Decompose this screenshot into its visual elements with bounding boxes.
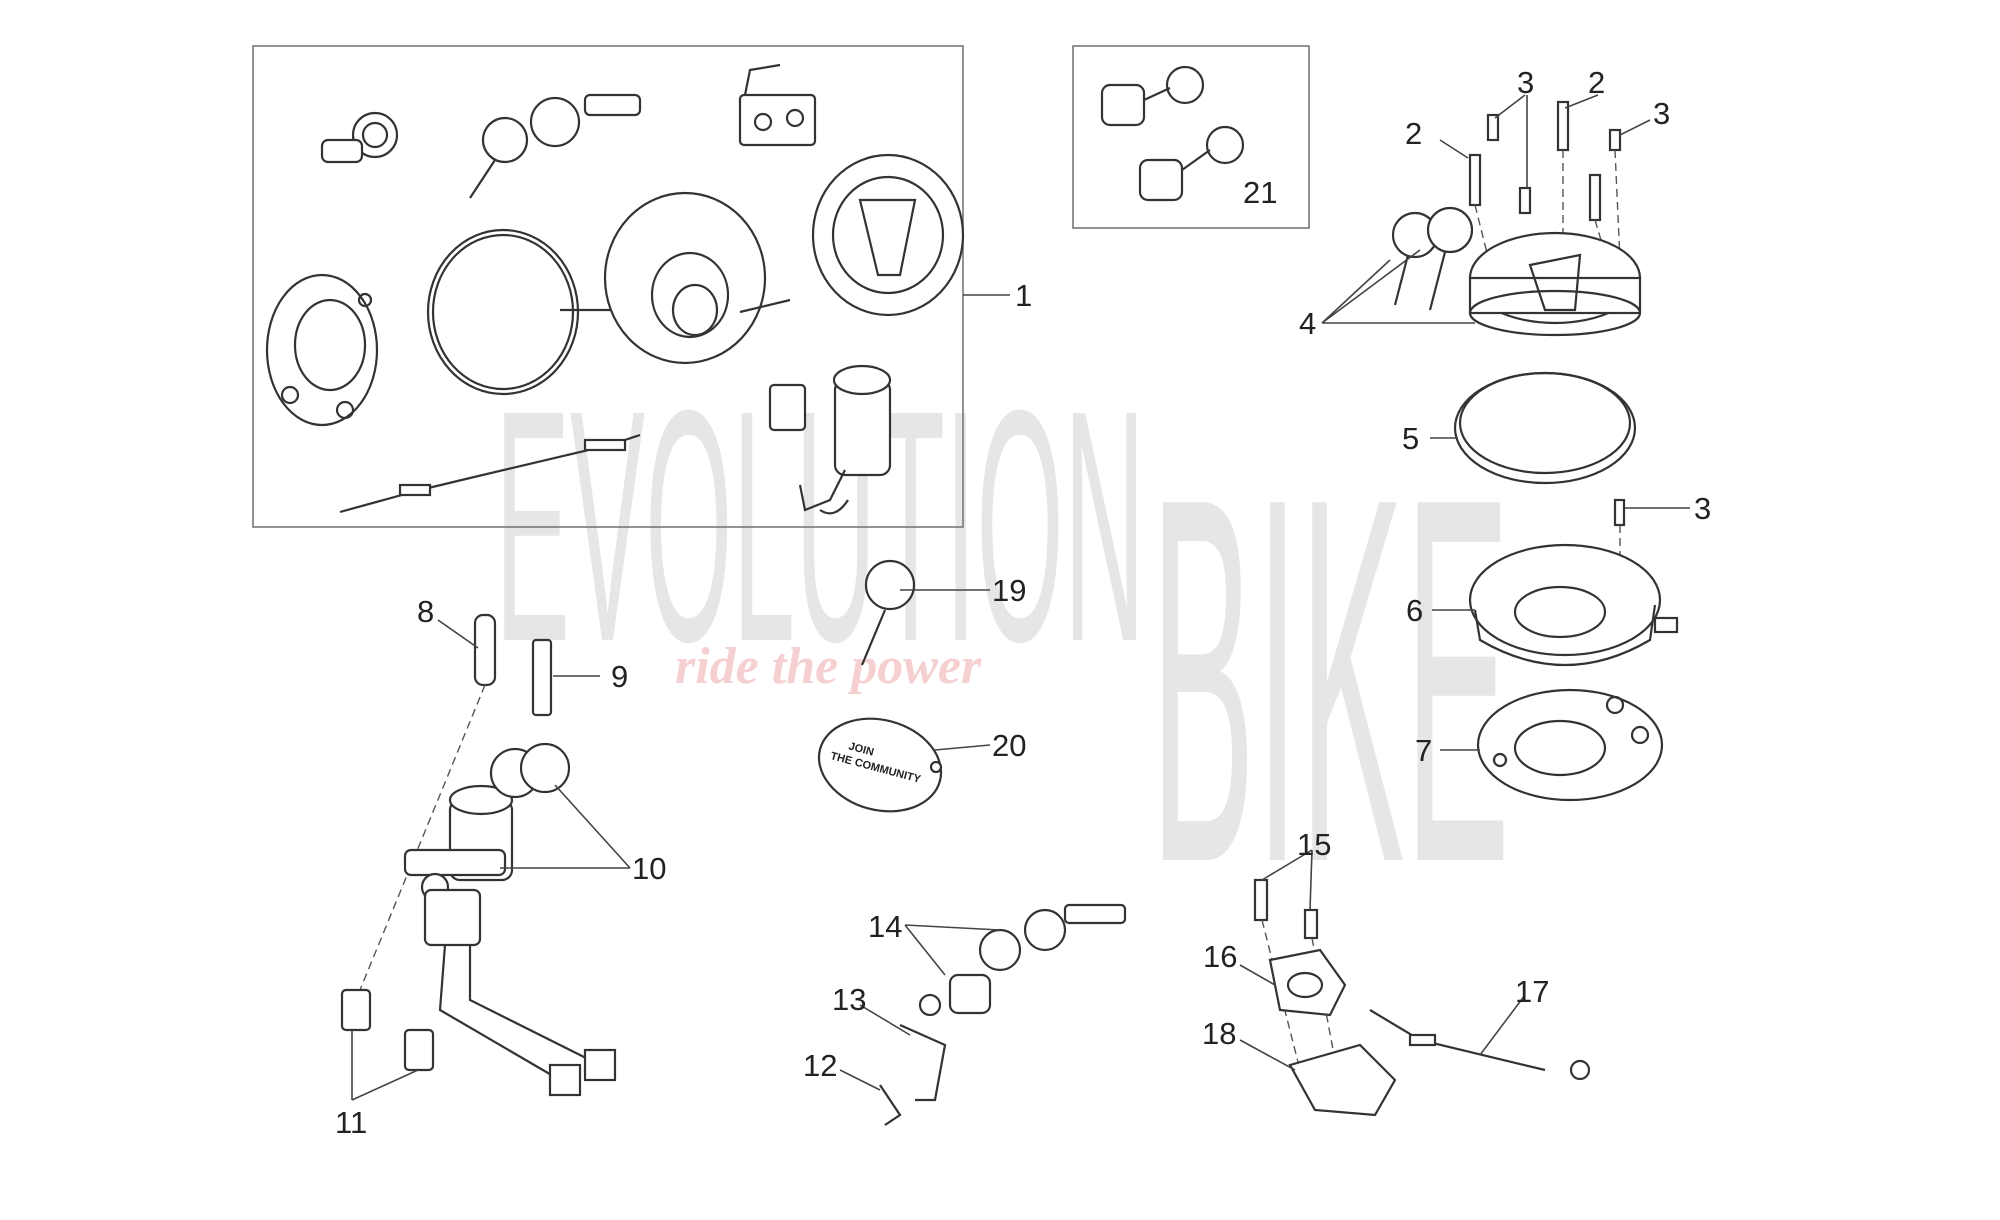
cable xyxy=(339,433,641,514)
gasket-plate xyxy=(265,273,379,427)
label-4: 4 xyxy=(1299,306,1316,341)
label-2a: 2 xyxy=(1405,116,1422,151)
lock-cylinders-21 xyxy=(1100,65,1245,202)
lock-plate-15-18 xyxy=(1253,878,1591,1117)
label-18: 18 xyxy=(1202,1016,1236,1051)
fuel-cap-ring xyxy=(560,191,791,365)
label-10: 10 xyxy=(632,851,666,886)
latch-bracket xyxy=(738,63,817,147)
lock-barrel xyxy=(320,111,399,164)
watermark-word1: EVOLUTION xyxy=(495,341,1145,710)
cap-ring-6 xyxy=(1468,498,1679,667)
fuel-cap-assembly-4 xyxy=(1391,206,1642,337)
label-15: 15 xyxy=(1297,827,1331,862)
watermark-tagline: ride the power xyxy=(675,638,982,695)
ignition-assembly-8-11 xyxy=(340,613,617,1097)
kit-box-1 xyxy=(252,45,964,528)
label-13: 13 xyxy=(832,982,866,1017)
seal-ring-5 xyxy=(1453,371,1637,485)
label-14: 14 xyxy=(868,909,902,944)
fuel-cap xyxy=(811,153,965,317)
ignition-switch xyxy=(768,364,892,515)
label-3c: 3 xyxy=(1694,491,1711,526)
label-8: 8 xyxy=(417,594,434,629)
label-1: 1 xyxy=(1015,278,1032,313)
key-19 xyxy=(860,559,916,666)
label-3b: 3 xyxy=(1653,96,1670,131)
label-16: 16 xyxy=(1203,939,1237,974)
seat-lock-12-14 xyxy=(879,903,1127,1126)
label-21: 21 xyxy=(1243,175,1277,210)
badge-20: JOIN THE COMMUNITY xyxy=(817,717,943,813)
label-9: 9 xyxy=(611,659,628,694)
label-7: 7 xyxy=(1415,733,1432,768)
label-5: 5 xyxy=(1402,421,1419,456)
part-number-labels: 1 2 2 3 3 3 4 5 6 7 8 9 10 11 12 13 14 1… xyxy=(335,65,1711,1140)
watermark: EVOLUTION BIKE ride the power xyxy=(495,341,1510,971)
label-12: 12 xyxy=(803,1048,837,1083)
kit-1-parts xyxy=(265,63,965,515)
base-plate-7 xyxy=(1476,688,1664,802)
label-19: 19 xyxy=(992,573,1026,608)
o-ring xyxy=(426,228,580,396)
label-6: 6 xyxy=(1406,593,1423,628)
leader-lines xyxy=(351,94,1690,1101)
keys xyxy=(469,93,642,199)
kit-box-21 xyxy=(1072,45,1310,229)
label-11: 11 xyxy=(335,1105,367,1140)
watermark-word2: BIKE xyxy=(1150,390,1510,971)
label-20: 20 xyxy=(992,728,1026,763)
label-2b: 2 xyxy=(1588,65,1605,100)
label-3a: 3 xyxy=(1517,65,1534,100)
label-17: 17 xyxy=(1515,974,1549,1009)
